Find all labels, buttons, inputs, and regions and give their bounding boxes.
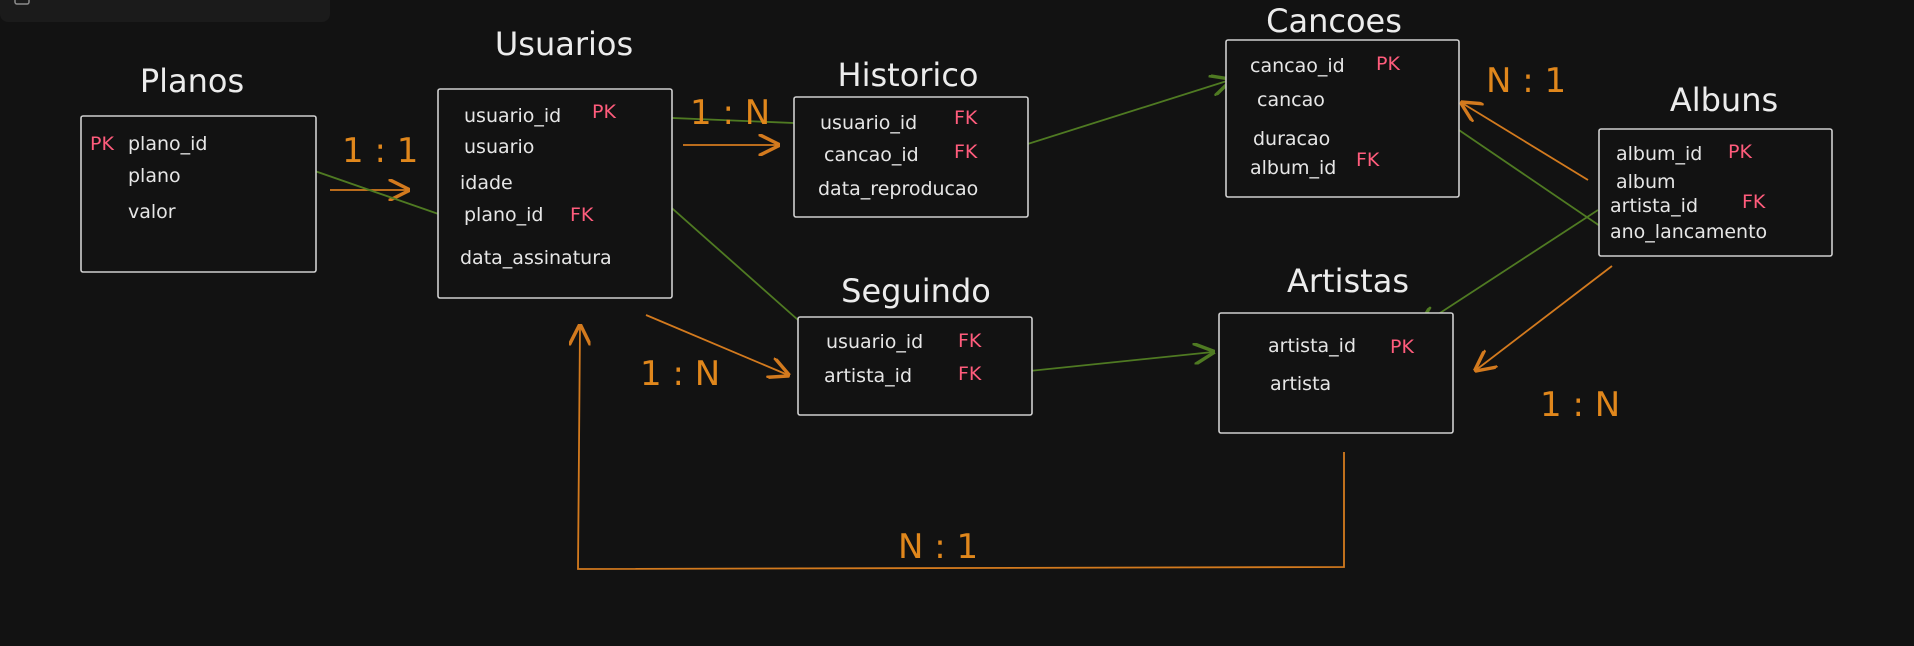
table-box xyxy=(80,115,317,273)
table-title: Planos xyxy=(140,62,244,100)
table-box xyxy=(797,316,1033,416)
table-artistas[interactable]: Artistas artista_id PK artista xyxy=(1218,262,1454,434)
field-name: artista_id xyxy=(1610,195,1698,217)
cardinality-albuns-artistas: 1 : N xyxy=(1540,385,1620,425)
field-key-pk: PK xyxy=(1728,141,1752,163)
table-seguindo[interactable]: Seguindo usuario_id FK artista_id FK xyxy=(797,272,1033,416)
table-historico[interactable]: Historico usuario_id FK cancao_id FK dat… xyxy=(793,56,1029,218)
cardinality-planos-usuarios: 1 : 1 xyxy=(342,131,418,171)
field-name: album_id xyxy=(1616,143,1702,165)
field-key-pk: PK xyxy=(1376,53,1400,75)
table-albuns[interactable]: Albuns album_id PK album artista_id FK a… xyxy=(1598,81,1833,257)
table-box xyxy=(437,88,673,299)
field-name: usuario xyxy=(464,136,534,158)
field-name: plano_id xyxy=(128,133,208,155)
canvas-tab-chip[interactable] xyxy=(0,0,330,22)
field-name: valor xyxy=(128,201,176,223)
table-title: Historico xyxy=(838,56,979,94)
cardinality-cancoes-albuns: N : 1 xyxy=(1486,61,1566,101)
field-name: data_assinatura xyxy=(460,247,612,269)
albuns-artista-fk-arrow xyxy=(1420,209,1599,326)
field-name: plano_id xyxy=(464,204,544,226)
table-usuarios[interactable]: Usuarios usuario_id PK usuario idade pla… xyxy=(437,25,673,299)
table-box xyxy=(1225,39,1460,198)
field-key-pk: PK xyxy=(90,133,114,155)
field-key-fk: FK xyxy=(954,107,978,129)
table-title: Albuns xyxy=(1670,81,1778,119)
table-box xyxy=(1598,128,1833,257)
field-name: data_reproducao xyxy=(818,178,978,200)
field-key-fk: FK xyxy=(570,204,594,226)
field-name: cancao_id xyxy=(1250,55,1345,77)
field-key-fk: FK xyxy=(1742,191,1766,213)
field-name: ano_lancamento xyxy=(1610,221,1767,243)
field-name: usuario_id xyxy=(464,105,561,127)
table-box xyxy=(1218,312,1454,434)
field-key-pk: PK xyxy=(1390,336,1414,358)
cardinality-labels: 1 : 1 1 : N 1 : N N : 1 N : 1 1 : N xyxy=(342,61,1620,567)
cardinality-usuarios-historico: 1 : N xyxy=(690,93,770,133)
field-key-fk: FK xyxy=(954,141,978,163)
table-title: Seguindo xyxy=(841,272,991,310)
field-key-fk: FK xyxy=(958,363,982,385)
field-name: idade xyxy=(460,172,513,194)
field-name: artista xyxy=(1270,373,1331,395)
field-key-pk: PK xyxy=(592,101,616,123)
usuarios-to-seguindo-arrow xyxy=(645,314,788,375)
field-name: artista_id xyxy=(1268,335,1356,357)
table-box xyxy=(793,96,1029,218)
cardinality-usuarios-artistas: N : 1 xyxy=(898,527,978,567)
field-name: duracao xyxy=(1253,128,1330,150)
field-name: cancao xyxy=(1257,89,1325,111)
field-name: cancao_id xyxy=(824,144,919,166)
field-name: plano xyxy=(128,165,181,187)
table-title: Artistas xyxy=(1287,262,1409,300)
field-name: artista_id xyxy=(824,365,912,387)
historico-cancao-fk-arrow xyxy=(995,80,1230,155)
field-name: album_id xyxy=(1250,157,1336,179)
albuns-to-artistas-arrow xyxy=(1476,265,1613,370)
field-name: usuario_id xyxy=(826,331,923,353)
table-planos[interactable]: Planos PK plano_id plano valor xyxy=(80,62,317,273)
albuns-to-cancoes-arrow xyxy=(1462,103,1589,181)
field-key-fk: FK xyxy=(958,330,982,352)
seguindo-artista-fk-arrow xyxy=(999,352,1213,375)
table-title: Usuarios xyxy=(495,25,633,63)
cardinality-usuarios-seguindo: 1 : N xyxy=(640,354,720,394)
file-icon xyxy=(14,0,30,5)
field-name: usuario_id xyxy=(820,112,917,134)
field-key-fk: FK xyxy=(1356,149,1380,171)
artistas-to-usuarios-connector xyxy=(578,326,1345,570)
table-cancoes[interactable]: Cancoes cancao_id PK cancao duracao albu… xyxy=(1225,2,1460,198)
table-title: Cancoes xyxy=(1266,2,1402,40)
field-name: album xyxy=(1616,171,1676,193)
